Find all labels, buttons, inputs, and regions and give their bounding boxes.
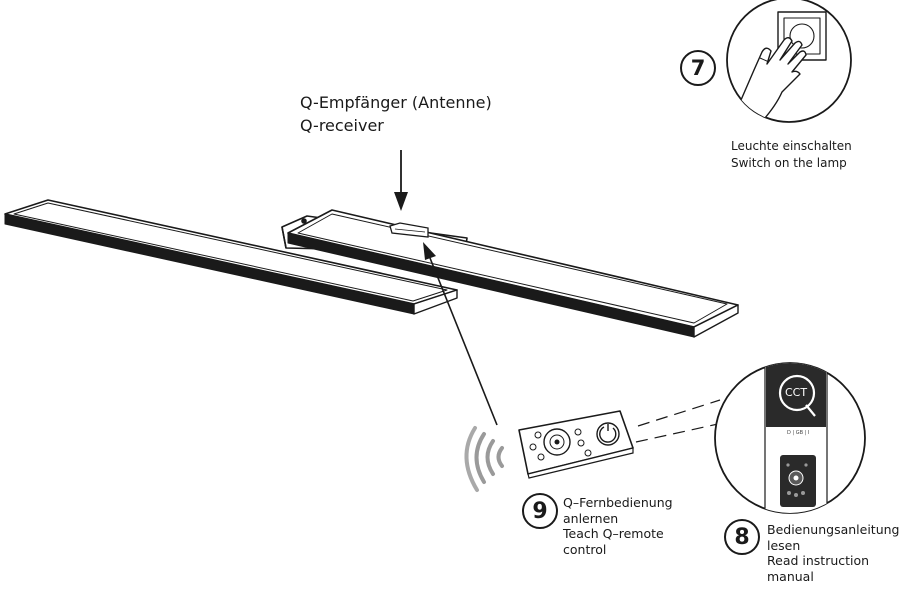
step-8-caption: Bedienungsanleitung lesen Read instructi… — [767, 522, 899, 584]
step-8-badge: 8 — [724, 519, 760, 555]
signal-arrow — [423, 242, 498, 426]
step-9-caption: Q–Fernbedienung anlernen Teach Q–remote … — [563, 495, 673, 557]
receiver-label: Q-Empfänger (Antenne) Q-receiver — [300, 91, 492, 137]
step-9-line: Teach Q–remote — [563, 526, 664, 541]
receiver-label-en: Q-receiver — [300, 116, 384, 135]
step-7-badge: 7 — [680, 50, 716, 86]
right-light-bar — [287, 209, 739, 338]
step-8-illustration — [714, 362, 866, 514]
manual-link-dashes — [635, 399, 721, 443]
step-9-line: control — [563, 541, 607, 557]
step-7-line: Switch on the lamp — [731, 156, 847, 170]
left-light-bar — [4, 199, 458, 315]
step-8-line: manual — [767, 568, 814, 584]
step-7-line: Leuchte einschalten — [731, 139, 852, 153]
receiver-label-de: Q-Empfänger (Antenne) — [300, 93, 492, 112]
step-7-caption: Leuchte einschalten Switch on the lamp — [731, 138, 852, 172]
step-7-illustration — [726, 0, 852, 123]
manual-language-text: D | GB | I — [787, 430, 810, 436]
step-9-line: anlernen — [563, 510, 619, 526]
q-receiver-module — [389, 222, 429, 238]
q-remote-control — [518, 410, 634, 479]
receiver-pointer-arrow — [394, 150, 408, 211]
step-8-line: Read instruction — [767, 553, 870, 568]
pairing-signal-waves — [464, 426, 504, 492]
step-8-line: Bedienungsanleitung — [767, 522, 900, 537]
step-9-line: Q–Fernbedienung — [563, 495, 673, 510]
step-8-line: lesen — [767, 537, 801, 553]
step-9-badge: 9 — [522, 493, 558, 529]
manual-logo-text: CCT — [785, 386, 808, 399]
